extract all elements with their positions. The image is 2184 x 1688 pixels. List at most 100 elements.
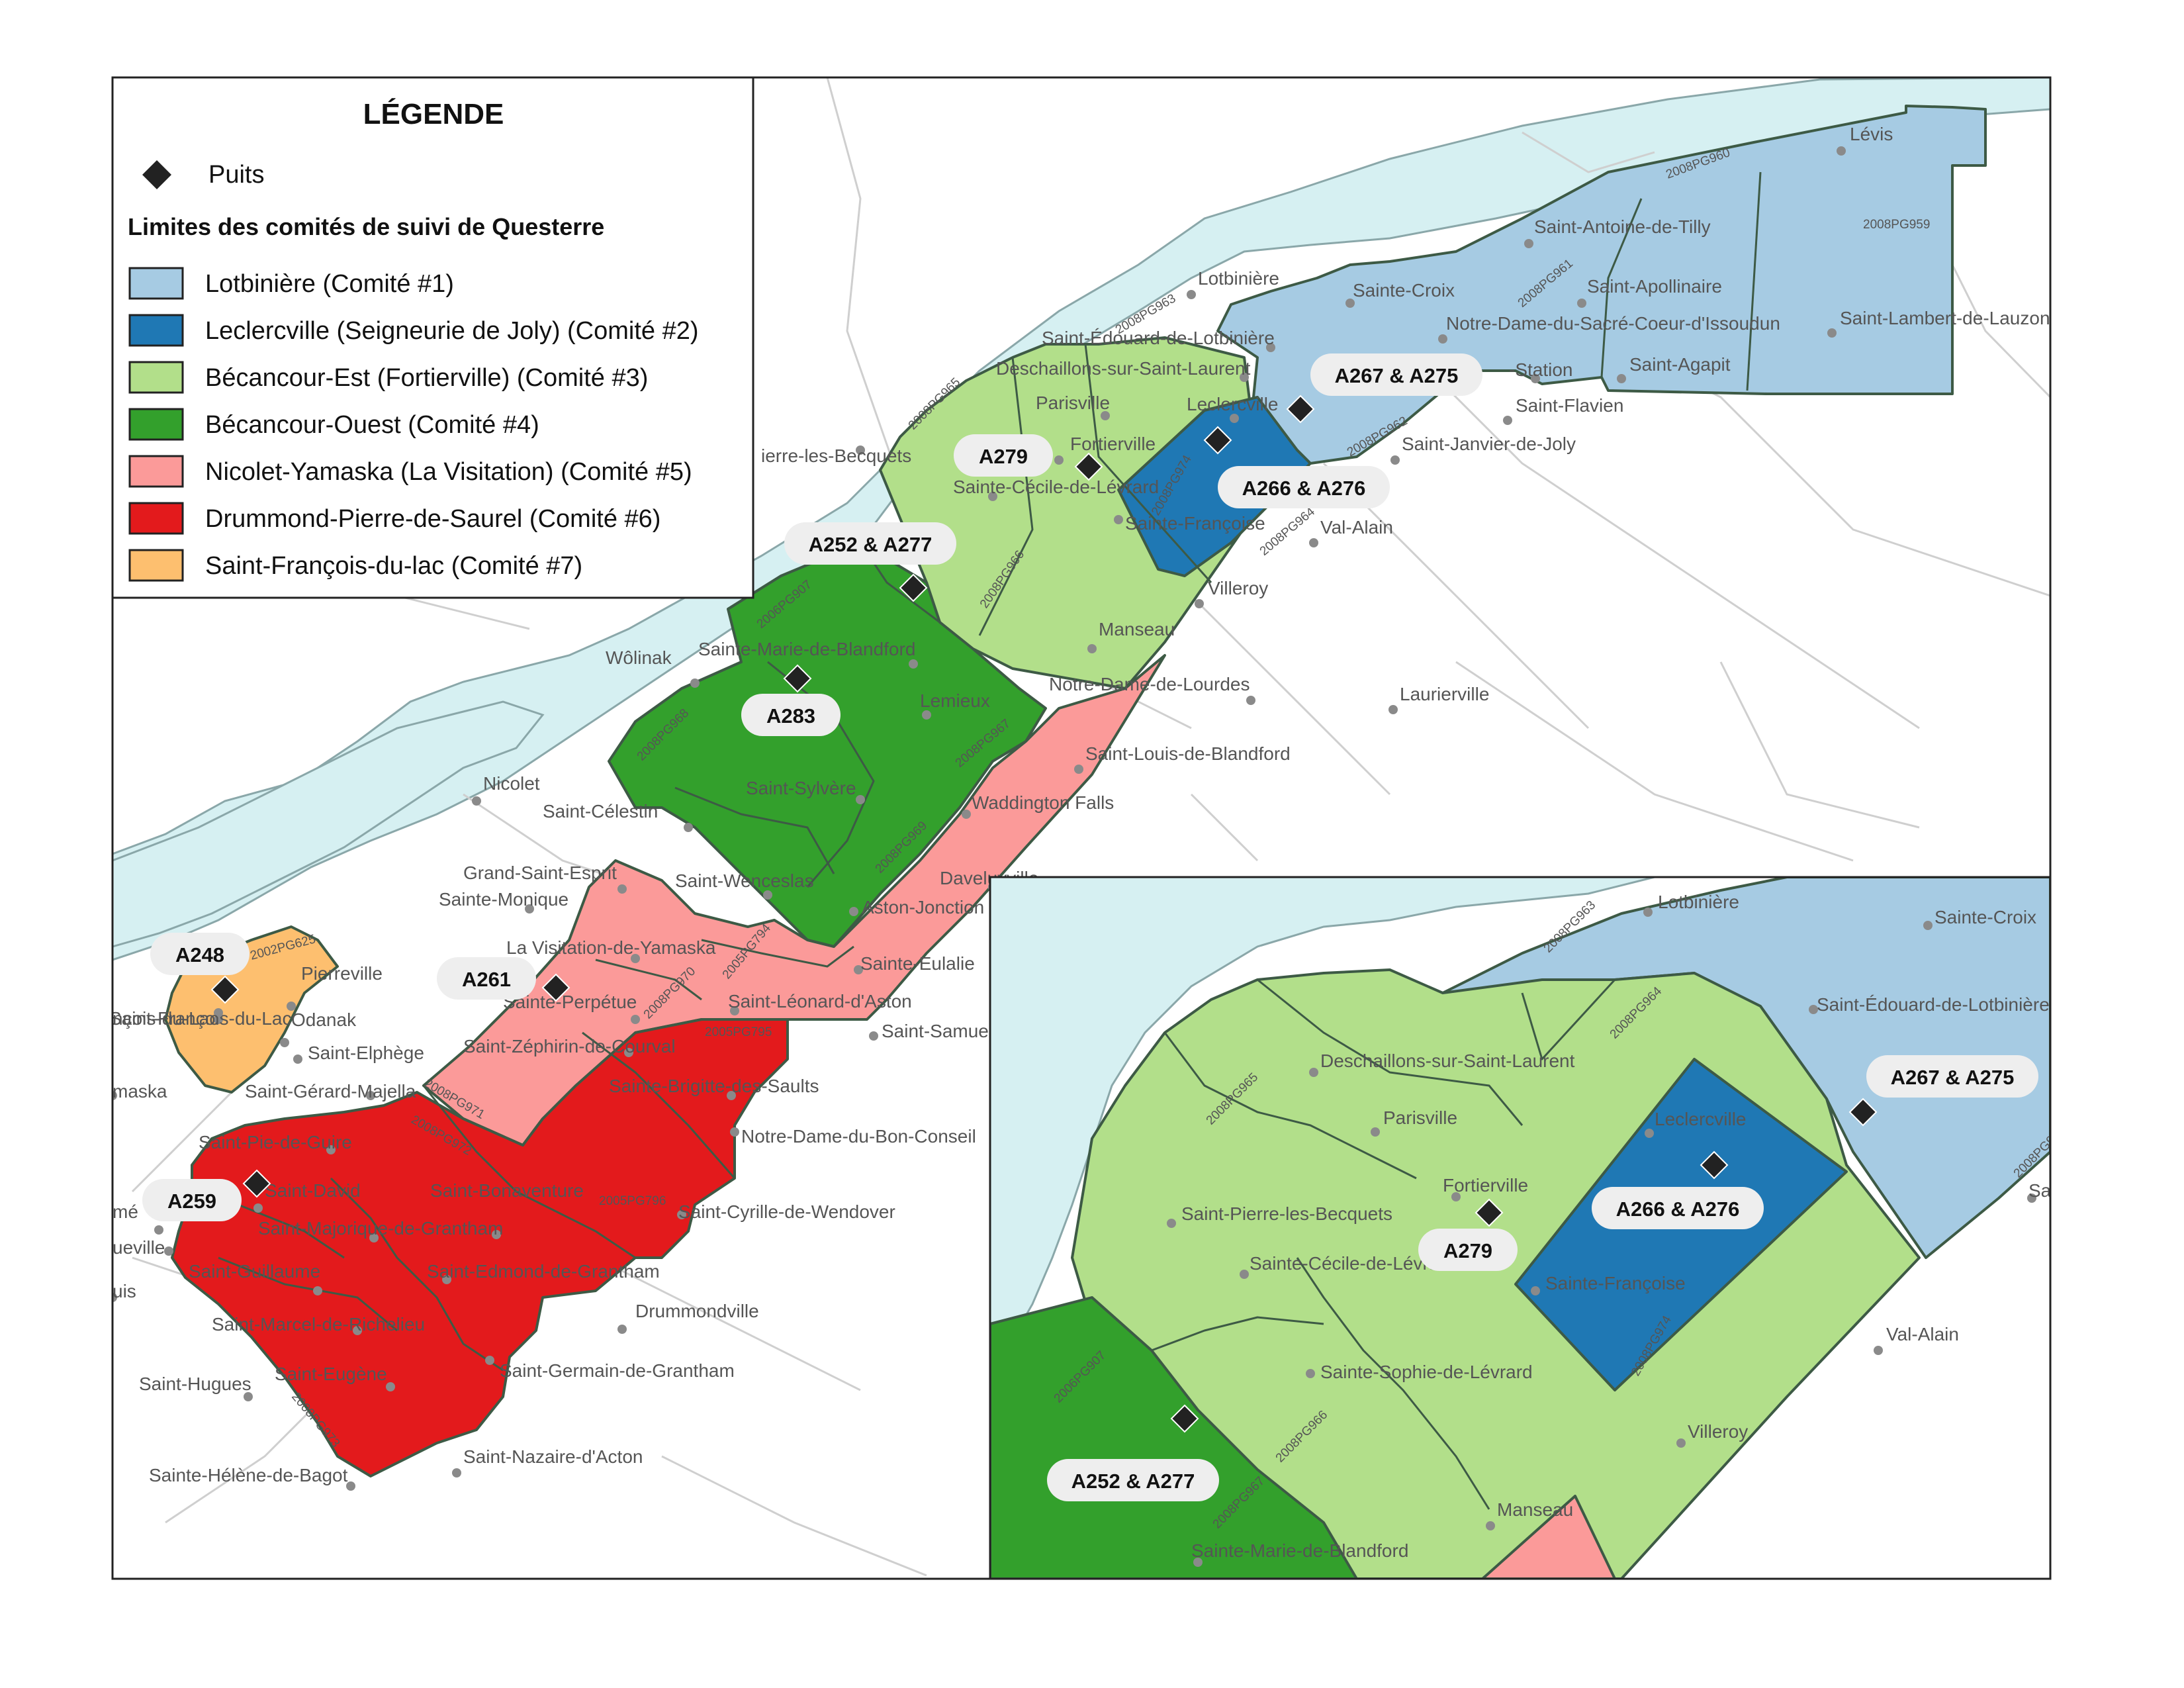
legend-box bbox=[111, 76, 754, 599]
place-dot bbox=[353, 1326, 362, 1335]
inset-zone-becancour-ouest bbox=[990, 1296, 1358, 1579]
well-marker bbox=[1700, 1150, 1729, 1180]
well-label: A279 bbox=[954, 434, 1053, 477]
place-dot bbox=[214, 1015, 223, 1024]
place-label: Saint-Germain-de-Grantham bbox=[500, 1360, 735, 1381]
place-label: Lévis bbox=[1850, 124, 1893, 144]
place-dot bbox=[369, 1233, 379, 1243]
well-label: A266 & A276 bbox=[1592, 1187, 1764, 1229]
grid-label: 2005PG796 bbox=[599, 1194, 666, 1208]
place-label: Lotbinière bbox=[1658, 892, 1739, 912]
inset-map-frame bbox=[989, 876, 2052, 1580]
place-label: Sainte-Croix bbox=[1934, 907, 2036, 927]
place-dot bbox=[1230, 414, 1239, 423]
place-dot bbox=[1309, 1068, 1318, 1077]
place-dot bbox=[617, 1325, 627, 1334]
legend-swatch bbox=[128, 455, 184, 488]
place-dot bbox=[617, 884, 627, 894]
place-label: Waddington Falls bbox=[972, 792, 1114, 813]
place-label: Sainte-Brigitte-des-Saults bbox=[609, 1076, 819, 1096]
place-label: Sainte-Marie-de-Blandford bbox=[698, 639, 915, 659]
place-label: Saint-Léonard-d'Aston bbox=[728, 991, 912, 1011]
place-dot bbox=[1837, 146, 1846, 156]
place-dot bbox=[1390, 455, 1400, 465]
place-label: Sainte-Cécile-de-Lévrard bbox=[953, 477, 1159, 497]
place-label: Notre-Dame-du-Bon-Conseil bbox=[741, 1126, 976, 1147]
well-label: A261 bbox=[437, 957, 536, 1000]
place-label: Sainte-Françoise bbox=[1125, 513, 1265, 534]
place-label: Saint-Pie-de-Guire bbox=[199, 1132, 352, 1152]
place-label: Saint-Edmond-de-Grantham bbox=[427, 1261, 660, 1282]
well-label: A252 & A277 bbox=[784, 522, 956, 565]
place-dot bbox=[631, 954, 640, 963]
place-dot bbox=[442, 1275, 451, 1284]
well-marker bbox=[899, 573, 928, 602]
place-label: Notre-Dame-de-Lourdes bbox=[1049, 674, 1250, 694]
place-label: Saint-Guillaume bbox=[189, 1261, 320, 1282]
place-dot bbox=[164, 1246, 173, 1256]
inset-map: 2008PG963 2008PG964 2008PG965 2008PG962 … bbox=[990, 877, 2066, 1579]
well-marker bbox=[541, 973, 570, 1002]
well-label: A283 bbox=[741, 694, 841, 736]
place-dot bbox=[386, 1382, 395, 1391]
zone-nicolet-yamaska bbox=[422, 654, 1166, 1147]
place-label: Saint-Édouard-de-Lotbinière bbox=[1042, 328, 1275, 348]
place-dot bbox=[690, 679, 700, 688]
well-marker bbox=[1074, 452, 1103, 481]
place-label: Saint-Majorique-de-Grantham bbox=[258, 1218, 503, 1239]
place-label: Sainte-Françoise bbox=[1545, 1273, 1686, 1293]
legend-swatch bbox=[128, 314, 184, 347]
svg-text:A248: A248 bbox=[175, 943, 224, 966]
place-label: Saint-Louis-de-Blandford bbox=[1085, 743, 1291, 764]
place-dot bbox=[1923, 921, 1933, 930]
place-label: Saint-Marcel-de-Richelieu bbox=[212, 1314, 425, 1335]
legend: LÉGENDE Puits Limites des comités de sui… bbox=[111, 76, 754, 599]
place-label: Parisville bbox=[1036, 393, 1110, 413]
well-label: A259 bbox=[142, 1179, 242, 1221]
place-label: nçois-du-Lac bbox=[113, 1008, 218, 1029]
place-label: Saint-Apollinaire bbox=[1587, 276, 1722, 297]
well-label: A266 & A276 bbox=[1218, 466, 1390, 508]
svg-text:A252 & A277: A252 & A277 bbox=[809, 533, 933, 556]
place-label: Laurierville bbox=[1400, 684, 1489, 704]
place-dot bbox=[849, 907, 858, 916]
place-label: Saint-Wenceslas bbox=[675, 870, 814, 891]
place-label: Saint-François-du-Lac bbox=[109, 1008, 291, 1029]
place-dot bbox=[2027, 1194, 2036, 1203]
place-label: Saint-Eugène bbox=[275, 1364, 387, 1384]
legend-swatch bbox=[128, 267, 184, 300]
place-label: Grand-Saint-Esprit bbox=[463, 863, 617, 883]
place-dot bbox=[154, 1225, 163, 1235]
place-dot bbox=[244, 1392, 253, 1401]
well-marker bbox=[1286, 395, 1315, 424]
place-label: Saint-Samuel bbox=[882, 1021, 993, 1041]
place-dot bbox=[525, 904, 534, 914]
place-label: Deschaillons-sur-Saint-Laurent bbox=[1320, 1051, 1575, 1071]
place-dot bbox=[452, 1468, 461, 1477]
legend-item-label: Bécancour-Ouest (Comité #4) bbox=[205, 411, 539, 439]
place-label: Manseau bbox=[1497, 1499, 1573, 1520]
place-label: Saint-Nazaire-d'Acton bbox=[463, 1446, 643, 1467]
place-dot bbox=[1486, 1521, 1495, 1530]
place-label: Val-Alain bbox=[1320, 517, 1393, 538]
well-marker bbox=[783, 664, 812, 693]
place-dot bbox=[293, 1055, 302, 1064]
place-label: Saint-Janvier-de-Joly bbox=[1402, 434, 1576, 454]
legend-item-label: Saint-François-du-lac (Comité #7) bbox=[205, 552, 582, 580]
place-label: Sainte-Monique bbox=[439, 889, 569, 910]
place-dot bbox=[366, 1091, 375, 1100]
place-label: Drummondville bbox=[635, 1301, 759, 1321]
place-label: Sain bbox=[2028, 1180, 2066, 1201]
grid-label: 2005PG795 bbox=[705, 1025, 772, 1039]
place-dot bbox=[1577, 299, 1586, 308]
place-dot bbox=[988, 492, 997, 501]
well-label: A267 & A275 bbox=[1310, 353, 1482, 396]
place-dot bbox=[1246, 696, 1255, 705]
place-dot bbox=[313, 1286, 322, 1295]
place-label: Sainte-Sophie-de-Lévrard bbox=[1320, 1362, 1533, 1382]
place-label: ierre-les-Becquets bbox=[761, 445, 911, 466]
place-dot bbox=[326, 1145, 336, 1154]
svg-text:A267 & A275: A267 & A275 bbox=[1891, 1066, 2015, 1089]
place-dot bbox=[684, 823, 693, 832]
place-label: Sainte-Eulalie bbox=[860, 953, 975, 974]
